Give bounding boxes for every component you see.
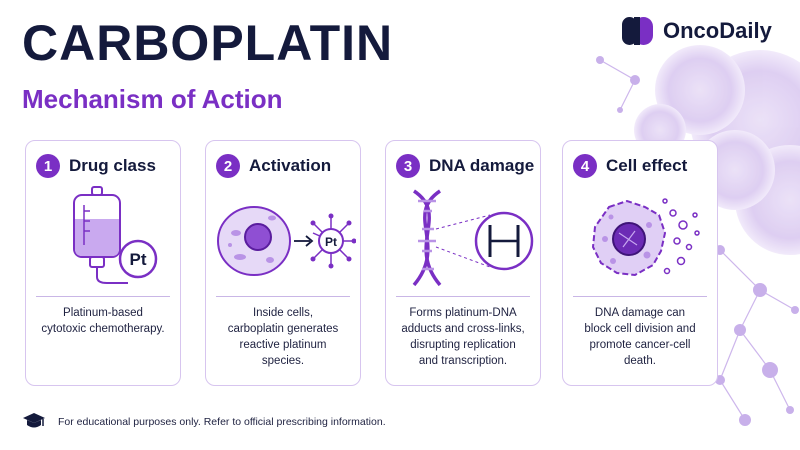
pt-badge-text: Pt [325, 235, 337, 249]
step-number-badge: 2 [216, 154, 240, 178]
pt-badge-text: Pt [130, 250, 147, 269]
card-divider [36, 296, 170, 297]
iv-bag-icon: Pt [73, 186, 158, 284]
card-divider [396, 296, 530, 297]
description-line: Inside cells, [252, 307, 314, 319]
oncodaily-logo-icon [622, 17, 653, 45]
card-drug-class: 1 Drug class Pt Platinum-based cytotoxic… [25, 140, 181, 386]
description-line: Forms platinum-DNA [409, 307, 517, 319]
graduation-cap-icon [23, 413, 45, 428]
card-header: 4 Cell effect [573, 154, 687, 178]
footer-text: For educational purposes only. Refer to … [58, 416, 386, 428]
description-line: reactive platinum [239, 339, 327, 351]
card-cell-effect: 4 Cell effect DNA damage can block cell … [562, 140, 718, 386]
card-description: Forms platinum-DNA adducts and cross-lin… [394, 305, 532, 369]
description-line: DNA damage can [594, 307, 686, 319]
description-line: cytotoxic chemotherapy. [41, 323, 165, 335]
card-title: Drug class [69, 156, 156, 175]
card-divider [573, 296, 707, 297]
card-title: Activation [249, 156, 332, 175]
card-description: Inside cells, carboplatin generates reac… [214, 305, 352, 369]
card-description: Platinum-based cytotoxic chemotherapy. [34, 305, 172, 337]
step-number-badge: 4 [573, 154, 597, 178]
damaged-cell-icon [591, 198, 700, 277]
description-line: block cell division and [584, 323, 696, 335]
card-title: Cell effect [606, 156, 688, 175]
description-line: death. [624, 355, 656, 367]
oncodaily-logo[interactable]: OncoDaily [621, 14, 772, 48]
description-line: species. [261, 355, 305, 367]
step-number-badge: 3 [396, 154, 420, 178]
description-line: promote cancer-cell [589, 339, 691, 351]
step-number-badge: 1 [36, 154, 60, 178]
description-line: Platinum-based [63, 307, 143, 319]
card-header: 1 Drug class [36, 154, 156, 178]
page-title: CARBOPLATIN [22, 15, 394, 71]
footer-disclaimer: For educational purposes only. Refer to … [22, 412, 386, 432]
dna-helix-icon [412, 189, 534, 287]
description-line: adducts and cross-links, [401, 323, 525, 335]
logo-text: OncoDaily [663, 18, 772, 43]
card-description: DNA damage can block cell division and p… [571, 305, 709, 369]
description-line: disrupting replication [410, 339, 516, 351]
card-header: 3 DNA damage [396, 154, 534, 178]
description-line: carboplatin generates [227, 323, 339, 335]
card-activation: 2 Activation Pt Inside cells, carboplati… [205, 140, 361, 386]
page-subtitle: Mechanism of Action [22, 84, 283, 114]
cell-activation-icon: Pt [217, 206, 356, 276]
card-dna-damage: 3 DNA damage Forms platinum-DNA adducts … [385, 140, 541, 386]
description-line: and transcription. [418, 355, 508, 367]
card-divider [216, 296, 350, 297]
card-header: 2 Activation [216, 154, 331, 178]
card-title: DNA damage [429, 156, 535, 175]
